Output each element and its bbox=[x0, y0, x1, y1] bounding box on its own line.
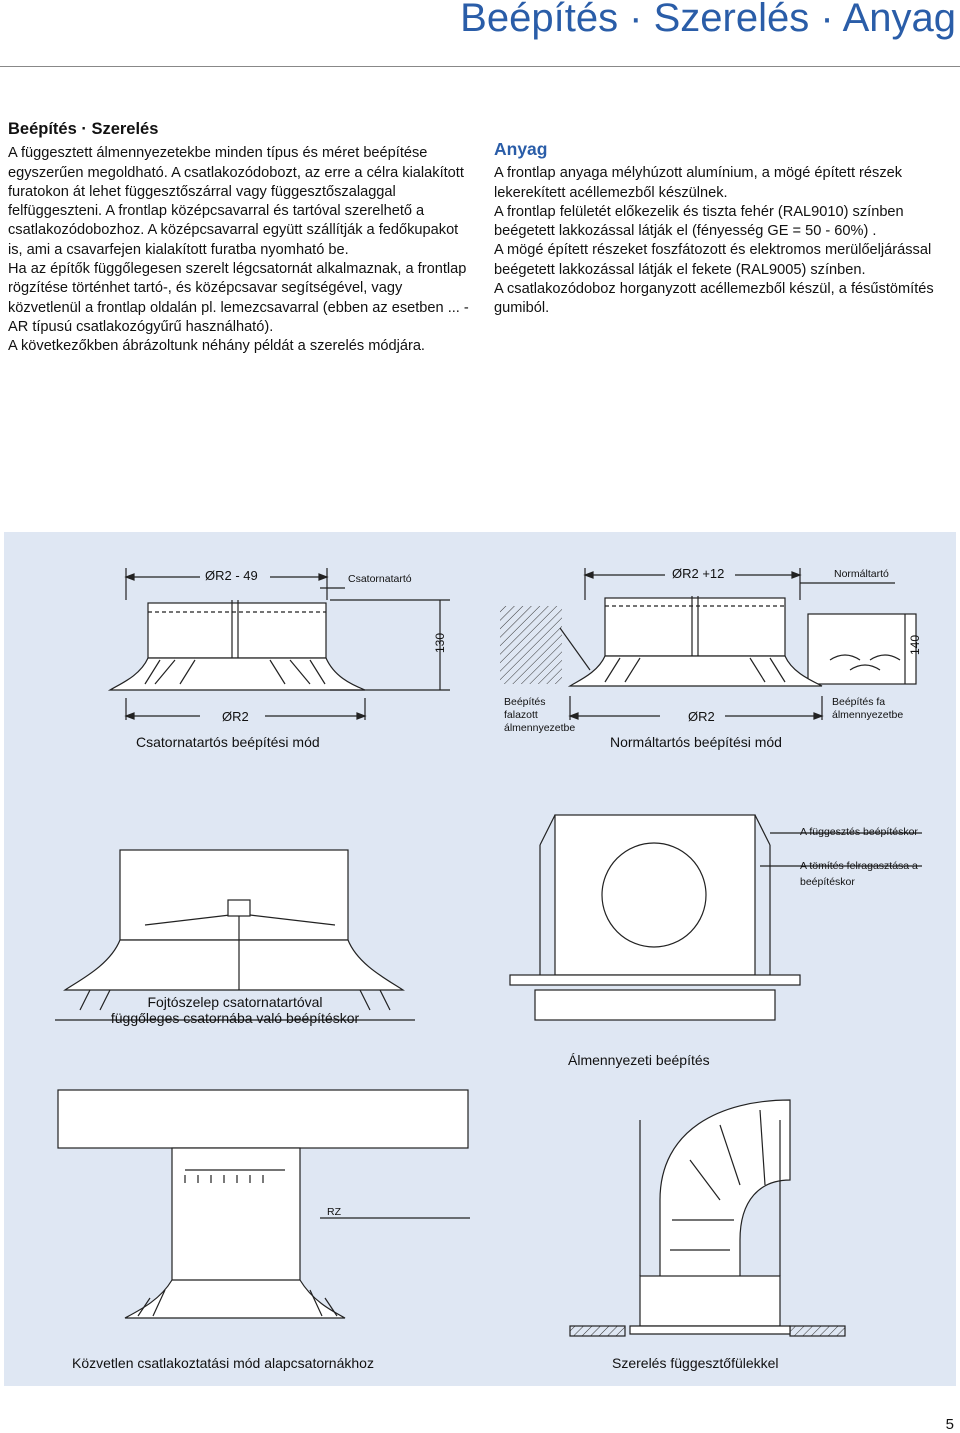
callout-normal-support: Normáltartó bbox=[834, 568, 889, 580]
header-rule bbox=[0, 66, 960, 67]
paragraph: A frontlap felületét előkezelik és tiszt… bbox=[494, 203, 904, 240]
dim-label: ØR2 bbox=[688, 709, 715, 724]
caption: Csatornatartós beépítési mód bbox=[136, 734, 320, 750]
paragraph: A függesztett álmennyezetekbe minden típ… bbox=[8, 145, 464, 258]
dim-label: ØR2 +12 bbox=[672, 566, 725, 581]
callout-seal-2: beépítéskor bbox=[800, 876, 855, 888]
page-number: 5 bbox=[945, 1416, 954, 1433]
callout-seal: A tömítés felragasztása a bbox=[800, 860, 918, 872]
callout-duct-support: Csatornatartó bbox=[348, 573, 412, 585]
page-title: Beépítés · Szerelés · Anyag bbox=[460, 0, 956, 40]
paragraph: A következőkben ábrázoltunk néhány példá… bbox=[8, 338, 425, 355]
section-heading-material: Anyag bbox=[494, 139, 548, 159]
diagram-suspension-lugs bbox=[569, 1099, 846, 1337]
callout-rz: RZ bbox=[327, 1206, 341, 1218]
section-heading-installation: Beépítés · Szerelés bbox=[8, 120, 159, 138]
callout-suspension: A függesztés beépítéskor bbox=[800, 826, 918, 838]
label-masonry-ceiling: Beépítés falazott álmennyezetbe bbox=[504, 696, 576, 734]
label-wood-ceiling: Beépítés fa álmennyezetbe bbox=[832, 696, 904, 721]
paragraph: Ha az építők függőlegesen szerelt légcsa… bbox=[8, 261, 469, 335]
diagram-ceiling-install bbox=[509, 814, 922, 1021]
dim-label: 130 bbox=[433, 632, 448, 654]
diagram-duct-mount bbox=[107, 568, 450, 720]
diagram-normal-support bbox=[500, 568, 917, 720]
paragraph: A frontlap anyaga mélyhúzott alumínium, … bbox=[494, 165, 903, 201]
caption: Szerelés függesztőfülekkel bbox=[612, 1355, 779, 1371]
dim-label: ØR2 - 49 bbox=[205, 568, 258, 583]
right-column: Anyag A frontlap anyaga mélyhúzott alumí… bbox=[494, 139, 954, 319]
caption: Fojtószelep csatornatartóval függőleges … bbox=[110, 994, 360, 1026]
caption: Közvetlen csatlakoztatási mód alapcsator… bbox=[72, 1355, 374, 1371]
paragraph: A mögé épített részeket foszfátozott és … bbox=[494, 242, 932, 278]
left-column: Beépítés · Szerelés A függesztett álmenn… bbox=[8, 120, 473, 357]
dim-label: ØR2 bbox=[222, 709, 249, 724]
diagram-damper-vertical-duct bbox=[55, 849, 415, 1021]
caption: Álmennyezeti beépítés bbox=[568, 1052, 710, 1068]
diagram-direct-connection bbox=[57, 1089, 470, 1319]
dim-label: 140 bbox=[908, 634, 923, 656]
caption: Normáltartós beépítési mód bbox=[610, 734, 782, 750]
paragraph: A csatlakozódoboz horganyzott acéllemezb… bbox=[494, 281, 934, 317]
